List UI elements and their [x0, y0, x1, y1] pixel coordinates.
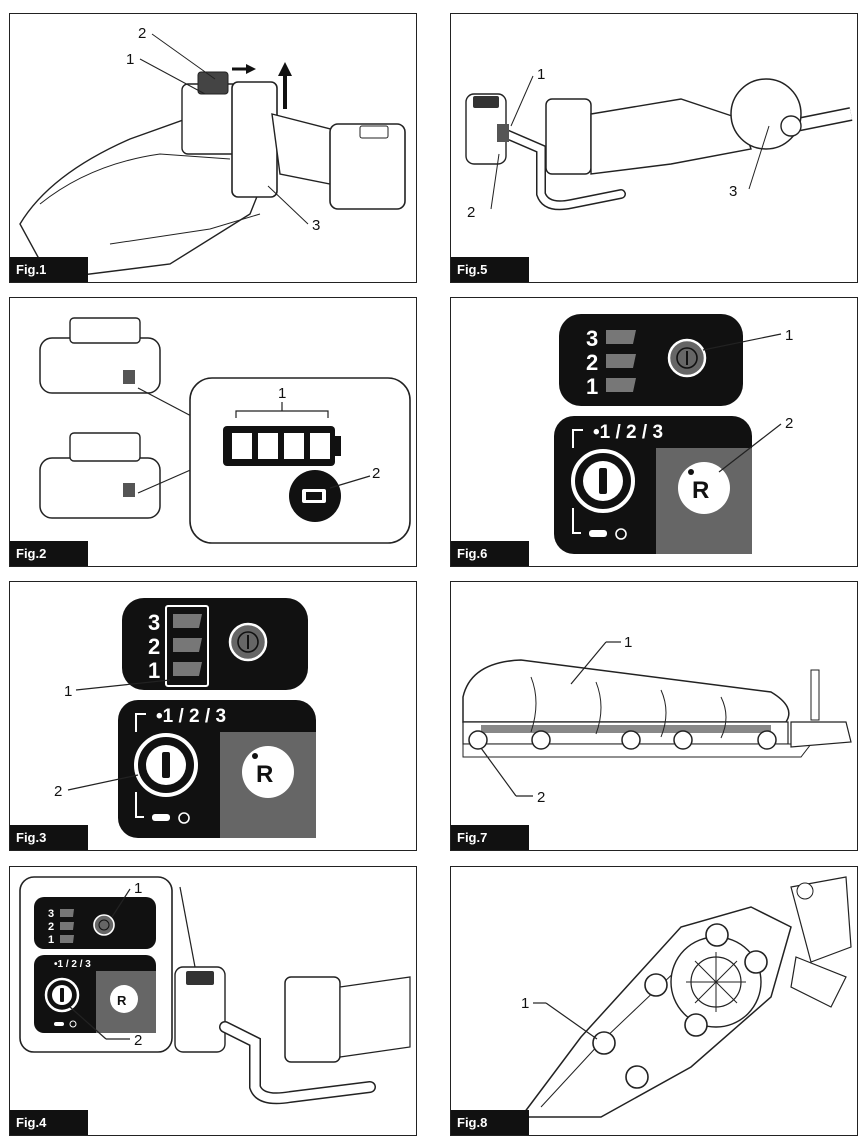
fig6-mode-sequence: •1 / 2 / 3: [593, 422, 663, 443]
fig1-callout-1: 1: [126, 51, 134, 68]
fig1-illustration: 1 2 3: [19, 25, 406, 280]
fig1-callout-2: 2: [138, 25, 146, 42]
fig4-callout-2: 2: [134, 1032, 142, 1049]
fig6-callout-1: 1: [785, 327, 793, 344]
fig5-illustration: 1 2 3: [465, 66, 853, 221]
fig3-level-3: 3: [148, 610, 160, 635]
fig2-callout-1: 1: [278, 385, 286, 402]
figure-4-panel: 3 2 1 1 •1 / 2 / 3 R 2 Fig.4: [9, 866, 417, 1136]
fig2-label: Fig.2: [10, 541, 88, 566]
figure-1-panel: 1 2 3 Fig.1: [9, 13, 417, 283]
figure-5-panel: 1 2 3 Fig.5: [450, 13, 858, 283]
fig4-label: Fig.4: [10, 1110, 88, 1135]
fig6-level-3: 3: [586, 326, 598, 351]
fig1-label: Fig.1: [10, 257, 88, 282]
fig8-callout-1: 1: [521, 995, 529, 1012]
fig3-callout-1: 1: [64, 683, 72, 700]
fig3-callout-2: 2: [54, 783, 62, 800]
fig5-label: Fig.5: [451, 257, 529, 282]
figure-3-panel: 3 2 1 1 •1 / 2 / 3 R 2 Fig.3: [9, 581, 417, 851]
fig2-callout-2: 2: [372, 465, 380, 482]
fig6-level-2: 2: [586, 350, 598, 375]
fig4-illustration: 3 2 1 1 •1 / 2 / 3 R 2: [19, 876, 411, 1105]
fig8-illustration: 1: [519, 876, 852, 1118]
fig7-callout-2: 2: [537, 789, 545, 806]
fig8-label: Fig.8: [451, 1110, 529, 1135]
figure-6-panel: 3 2 1 1 •1 / 2 / 3 R 2 Fig.6: [450, 297, 858, 567]
figure-2-panel: 1 2 Fig.2: [9, 297, 417, 567]
fig5-callout-2: 2: [467, 204, 475, 221]
fig4-level-1: 1: [48, 934, 54, 946]
fig3-level-1: 1: [148, 658, 160, 683]
figure-7-panel: 1 2 Fig.7: [450, 581, 858, 851]
fig4-level-3: 3: [48, 908, 54, 920]
fig2-illustration: 1 2: [39, 317, 411, 544]
fig5-callout-1: 1: [537, 66, 545, 83]
fig5-callout-3: 3: [729, 183, 737, 200]
fig3-level-2: 2: [148, 634, 160, 659]
fig4-reverse-glyph: R: [117, 993, 127, 1008]
fig3-mode-sequence: •1 / 2 / 3: [156, 706, 226, 727]
figure-8-panel: 1 Fig.8: [450, 866, 858, 1136]
fig6-callout-2: 2: [785, 415, 793, 432]
fig7-callout-1: 1: [624, 634, 632, 651]
fig1-callout-3: 3: [312, 217, 320, 234]
fig6-level-1: 1: [586, 374, 598, 399]
fig4-callout-1: 1: [134, 880, 142, 897]
fig4-level-2: 2: [48, 921, 54, 933]
fig3-reverse-glyph: R: [256, 761, 273, 788]
fig6-label: Fig.6: [451, 541, 529, 566]
fig3-illustration: 3 2 1 1 •1 / 2 / 3 R 2: [54, 598, 316, 838]
fig3-label: Fig.3: [10, 825, 88, 850]
fig6-illustration: 3 2 1 1 •1 / 2 / 3 R 2: [554, 314, 793, 554]
fig7-label: Fig.7: [451, 825, 529, 850]
fig6-reverse-glyph: R: [692, 477, 709, 504]
fig4-mode-sequence: •1 / 2 / 3: [54, 959, 91, 970]
fig7-illustration: 1 2: [462, 634, 852, 806]
